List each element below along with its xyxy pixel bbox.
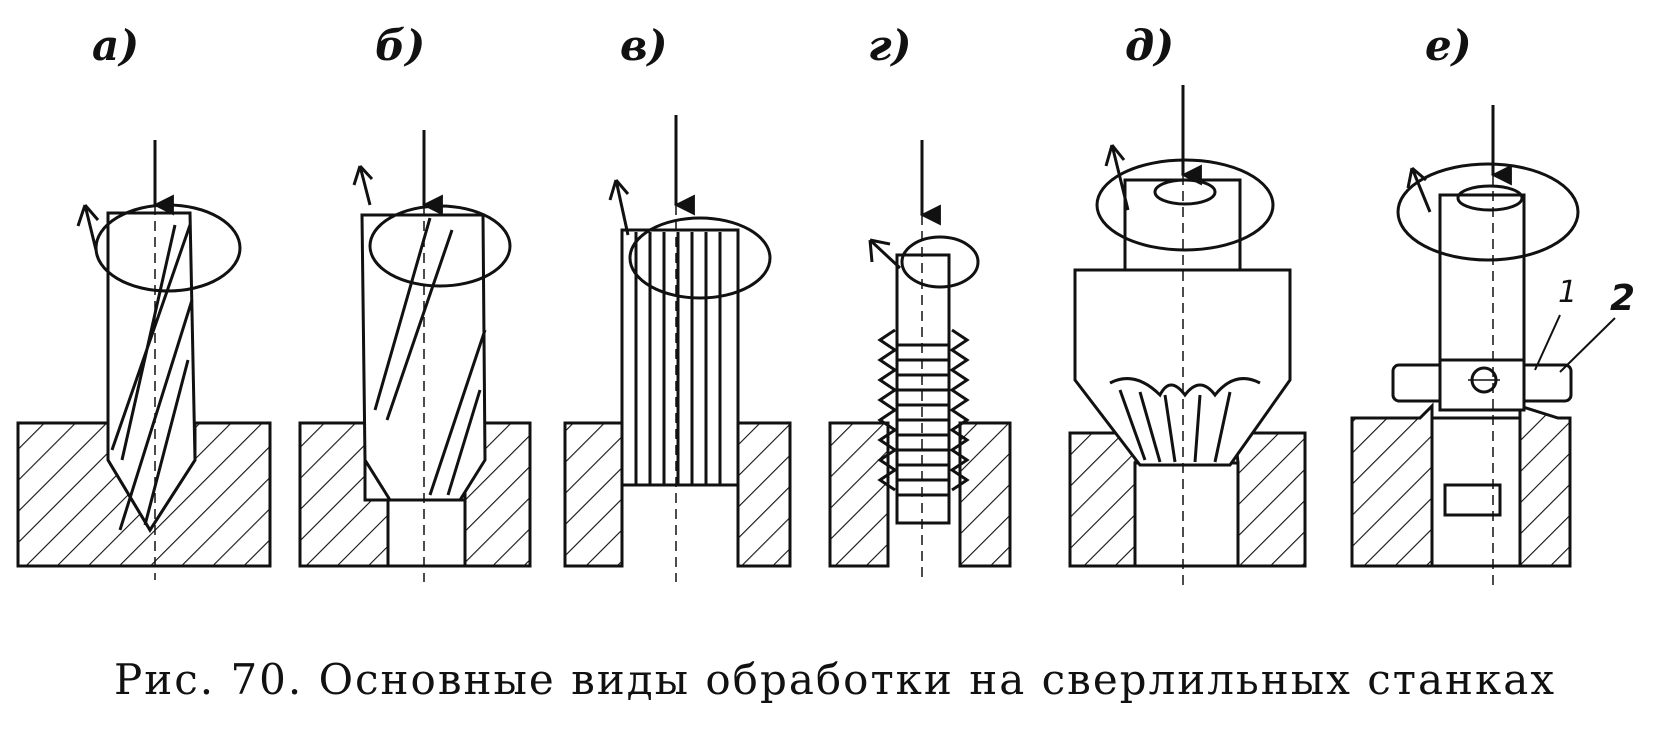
bore-d [1133, 461, 1240, 568]
panel-b-core-drilling: б) [298, 21, 532, 582]
figure-caption: Рис. 70. Основные виды обработки на свер… [113, 655, 1557, 704]
tap-ribs-g [897, 343, 949, 497]
workpiece-d-right [1233, 431, 1307, 568]
rotation-arrowhead-g [868, 238, 902, 270]
rotation-arrowhead-v [608, 179, 630, 236]
workpiece-e-right [1518, 403, 1572, 568]
rotation-arrow-g [900, 235, 980, 289]
workpiece-v [563, 421, 624, 568]
label-b: б) [375, 21, 425, 70]
tap-threads-g [877, 328, 970, 492]
rotation-arrowhead-b [352, 164, 374, 206]
pilot-e [1443, 483, 1502, 517]
workpiece-e [1350, 402, 1434, 568]
label-g: г) [868, 21, 912, 70]
countersink-teeth-d [1109, 377, 1261, 463]
reamer-grooves-v [634, 232, 722, 485]
leader-1 [1534, 314, 1561, 371]
workpiece-g-right [958, 421, 1012, 568]
workpiece-g [828, 421, 890, 568]
label-a: а) [92, 21, 139, 70]
label-e: е) [1425, 21, 1472, 70]
callout-2: 2 [1610, 278, 1635, 319]
rotation-arrow-d [1095, 158, 1275, 252]
core-drill-flutes-b [373, 217, 487, 496]
drill-flute-a [110, 224, 194, 531]
panel-e-spotfacing: е) 1 2 [1350, 21, 1635, 590]
label-v: в) [620, 21, 667, 70]
rotation-arrow-e [1396, 162, 1580, 262]
panel-v-reaming: в) [563, 21, 792, 582]
leader-2 [1559, 317, 1616, 373]
panel-d-countersinking: д) [1068, 21, 1307, 590]
rotation-arrowhead-a [76, 204, 100, 251]
rotation-arrowhead-d [1104, 144, 1130, 211]
callout-1: 1 [1558, 275, 1577, 310]
panel-g-tapping: г) [828, 21, 1012, 582]
rotation-arrow-v [628, 216, 772, 300]
panel-a-drilling: а) [16, 21, 272, 580]
label-d: д) [1125, 21, 1174, 70]
pilot-hole-b [386, 498, 467, 568]
workpiece-v-right [736, 421, 792, 568]
arbor-section-e [1456, 184, 1524, 212]
rotation-arrowhead-e [1406, 166, 1432, 213]
drill-body-a [106, 211, 197, 533]
